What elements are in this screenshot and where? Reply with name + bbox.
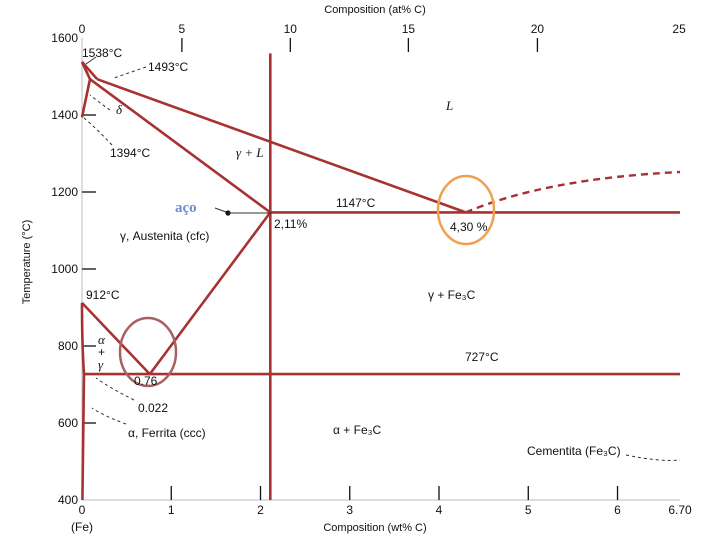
leader-aco — [214, 207, 227, 213]
leader-1538 — [85, 56, 97, 65]
ferrite-solubility-line — [81, 374, 86, 501]
alpha-solvus-line — [80, 302, 86, 375]
top-tick-label: 10 — [284, 22, 298, 36]
a3-line — [81, 302, 151, 375]
label-1538: 1538°C — [82, 46, 122, 60]
top-axis-title: Composition (at% C) — [324, 4, 425, 16]
x-tick-label: 0 — [79, 503, 86, 517]
delta-gamma-line — [81, 79, 91, 118]
top-tick-labels: 0 5 10 15 20 25 — [79, 22, 686, 52]
label-076: 0.76 — [134, 374, 158, 388]
solidus-austenite-line — [89, 78, 272, 214]
leader-delta — [89, 94, 111, 111]
y-tick-labels: 400 600 800 1000 1200 1400 1600 — [51, 31, 96, 507]
label-430: 4,30 % — [450, 220, 488, 234]
x-tick-label: 6 — [614, 503, 621, 517]
x-tick-labels: 1 2 3 4 5 6 6.70 0 — [79, 486, 692, 517]
y-tick-label: 400 — [58, 493, 78, 507]
label-912: 912°C — [86, 288, 120, 302]
label-ferrita: α, Ferrita (ccc) — [128, 426, 206, 440]
x-axis-title: Composition (wt% C) — [323, 522, 426, 534]
top-tick-label: 0 — [79, 22, 86, 36]
top-tick-label: 20 — [531, 22, 545, 36]
leader-cementita — [625, 454, 681, 461]
leader-1493 — [113, 66, 147, 79]
y-axis-title: Temperature (°C) — [21, 220, 33, 304]
leader-0022 — [95, 377, 135, 401]
y-tick-label: 1600 — [51, 31, 78, 45]
label-727: 727°C — [465, 350, 499, 364]
y-tick-label: 800 — [58, 339, 78, 353]
phase-lines — [80, 53, 681, 501]
label-211: 2,11% — [274, 217, 307, 231]
x-tick-label: 2 — [257, 503, 264, 517]
x-tick-label: 1 — [168, 503, 175, 517]
label-liquid: L — [445, 98, 453, 113]
top-tick-label: 15 — [402, 22, 416, 36]
x-tick-label: 6.70 — [668, 503, 692, 517]
label-alpha-gamma-a: α — [98, 332, 106, 347]
label-1394: 1394°C — [110, 146, 150, 160]
acm-solvus-line — [148, 211, 272, 375]
x-tick-label: 5 — [525, 503, 532, 517]
liquidus-line — [96, 77, 467, 214]
eutectoid-highlight-circle — [118, 316, 178, 388]
top-tick-label: 25 — [672, 22, 686, 36]
label-alpha-fe3c: α + Fe₃C — [333, 423, 382, 437]
label-aco: aço — [175, 200, 197, 216]
label-gamma-plus-l: γ + L — [236, 145, 264, 160]
label-1493: 1493°C — [148, 60, 188, 74]
label-alpha-gamma-plus: + — [98, 345, 105, 359]
label-alpha-gamma-g: γ — [98, 357, 104, 372]
x-tick-label: 4 — [436, 503, 443, 517]
label-austenita: γ, Austenita (cfc) — [120, 229, 209, 243]
leader-1394 — [83, 117, 113, 146]
liquidus-cementite-dashed-line — [465, 170, 681, 214]
label-gamma-fe3c: γ + Fe₃C — [428, 288, 476, 302]
y-tick-label: 1400 — [51, 108, 78, 122]
label-0022: 0.022 — [138, 401, 168, 415]
x-origin-label: (Fe) — [71, 520, 93, 534]
x-tick-label: 3 — [346, 503, 353, 517]
label-cementita: Cementita (Fe₃C) — [527, 444, 621, 458]
y-tick-label: 1000 — [51, 262, 78, 276]
eutectic-highlight-circle — [436, 174, 496, 246]
y-tick-label: 1200 — [51, 185, 78, 199]
leader-ferrita — [91, 407, 127, 425]
top-tick-label: 5 — [179, 22, 186, 36]
y-tick-label: 600 — [58, 416, 78, 430]
label-1147: 1147°C — [336, 196, 376, 210]
label-delta: δ — [116, 102, 123, 117]
